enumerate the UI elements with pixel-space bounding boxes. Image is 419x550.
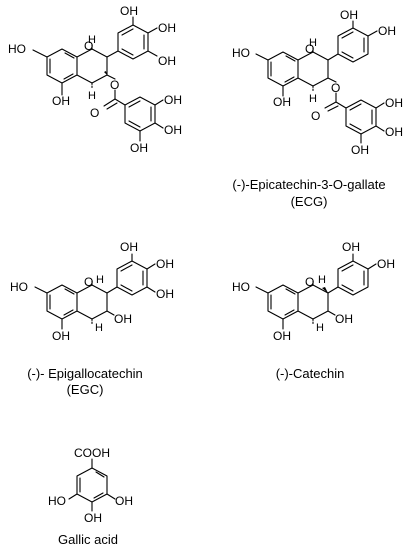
egc-oh: OH <box>120 240 138 254</box>
egc-ho: HO <box>10 280 28 294</box>
egcg-h: H <box>88 90 96 102</box>
ecg-ho: HO <box>232 46 250 60</box>
catechin-oh: OH <box>342 240 360 254</box>
catechin-ho: HO <box>232 280 250 294</box>
egcg-ho: HO <box>8 42 26 56</box>
ecg-atoms: OH OH HO O H H O O OH OH OH OH <box>232 8 403 157</box>
molecule-catechin: OH OH HO O H H OH OH (-)-Catechin <box>232 240 395 381</box>
egcg-stereo-wedge <box>104 71 107 75</box>
ecg-oh: OH <box>340 8 358 22</box>
egcg-oh: OH <box>158 54 176 68</box>
gallic-caption: Gallic acid <box>58 532 118 547</box>
molecule-gallic-acid: COOH HO OH OH Gallic acid <box>48 446 133 547</box>
egcg-oh: OH <box>158 21 176 35</box>
egc-ring-oxygen: O <box>84 275 93 289</box>
ecg-oh: OH <box>351 143 369 157</box>
egc-atoms: OH OH OH HO O H H OH OH <box>10 240 174 343</box>
egcg-bonds <box>32 16 164 142</box>
gallic-bonds <box>68 458 116 512</box>
ecg-oh: OH <box>385 96 403 110</box>
ecg-oh: OH <box>385 125 403 139</box>
catechin-bonds <box>255 253 377 330</box>
ecg-h: H <box>309 93 317 105</box>
ecg-oh: OH <box>378 24 396 38</box>
catechin-oh: OH <box>377 257 395 271</box>
egcg-oh: OH <box>130 141 148 155</box>
catechin-stereo-wedge <box>322 287 328 293</box>
egc-oh: OH <box>52 329 70 343</box>
catechin-oh: OH <box>335 312 353 326</box>
ecg-caption-name: (-)-Epicatechin-3-O-gallate <box>232 177 385 192</box>
egcg-oh: OH <box>164 93 182 107</box>
egc-h: H <box>96 274 104 286</box>
ecg-carbonyl-oxygen: O <box>311 109 320 123</box>
egc-oh: OH <box>114 312 132 326</box>
catechin-ring-oxygen: O <box>305 275 314 289</box>
ecg-oh: OH <box>273 95 291 109</box>
catechin-h: H <box>318 274 326 286</box>
egcg-oh: OH <box>164 123 182 137</box>
gallic-atoms: COOH HO OH OH <box>48 446 133 525</box>
egcg-oh: OH <box>120 4 138 18</box>
egc-oh: OH <box>156 257 174 271</box>
egc-bonds <box>34 253 156 330</box>
egc-caption-name: (-)- Epigallocatechin <box>27 366 143 381</box>
molecule-egcg: OH OH OH HO O H H O O OH OH OH OH <box>8 4 182 155</box>
egcg-carbonyl-oxygen: O <box>90 106 99 120</box>
ecg-caption-abbrev: (ECG) <box>291 194 328 209</box>
egcg-atoms: OH OH OH HO O H H O O OH OH OH OH <box>8 4 182 155</box>
catechin-oh: OH <box>273 329 291 343</box>
egcg-h: H <box>88 34 96 46</box>
catechin-atoms: OH OH HO O H H OH OH <box>232 240 395 343</box>
egcg-oh: OH <box>52 94 70 108</box>
ecg-ester-oxygen: O <box>331 81 340 95</box>
molecule-egc: OH OH OH HO O H H OH OH (-)- Epigallocat… <box>10 240 174 397</box>
gallic-cooh: COOH <box>74 446 110 460</box>
catechin-h: H <box>316 322 324 334</box>
molecule-ecg: OH OH HO O H H O O OH OH OH OH (-)-Epica… <box>232 8 403 209</box>
ecg-h: H <box>309 37 317 49</box>
ecg-ring-oxygen: O <box>305 42 314 56</box>
egc-caption-abbrev: (EGC) <box>67 382 104 397</box>
egcg-ring-oxygen: O <box>84 39 93 53</box>
egc-h: H <box>95 322 103 334</box>
egc-oh: OH <box>156 287 174 301</box>
catechin-caption: (-)-Catechin <box>276 366 345 381</box>
egcg-ester-oxygen: O <box>110 78 119 92</box>
gallic-ho: HO <box>48 494 66 508</box>
ecg-bonds <box>255 20 385 144</box>
gallic-oh: OH <box>84 511 102 525</box>
gallic-oh: OH <box>115 494 133 508</box>
